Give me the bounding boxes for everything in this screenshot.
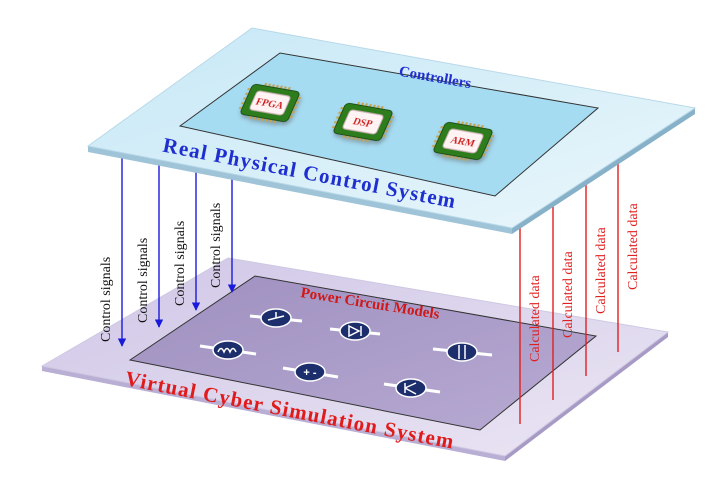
switch-component-icon [249,308,303,328]
inductor-component-icon [199,340,257,360]
top-plane-slab-side-right [512,108,695,234]
capacitor-component-icon [432,342,493,362]
voltage-source-component-icon: + - [282,362,339,382]
chip-fpga: FPGA [238,82,302,124]
chip-dsp: DSP [331,101,395,143]
calculated-data-label: Calculated data [561,251,576,338]
transistor-component-icon [383,378,441,398]
controller-chips: FPGA DSP ARM [238,82,495,162]
calculated-data-label: Calculated data [528,275,543,362]
control-signal-label: Control signals [99,257,114,342]
calculated-data-label: Calculated data [626,203,641,290]
top-plane-slab-side [88,146,512,234]
chip-label: DSP [351,117,374,130]
control-signal-label: Control signals [173,221,188,306]
chip-label: ARM [448,135,476,149]
control-signal-label: Control signals [209,203,224,288]
bottom-plane-slab-side-right [505,332,668,461]
chip-arm: ARM [431,120,495,162]
bottom-plane-slab-side [42,366,505,461]
svg-text:+ -: + - [303,367,316,379]
chip-label: FPGA [254,97,286,112]
control-signal-label: Control signals [136,238,151,323]
calculated-data-label: Calculated data [594,227,609,314]
bottom-circuit-panel [128,275,598,431]
calculated-data-arrows [515,145,623,424]
diode-component-icon [329,321,381,341]
control-signal-arrows [117,150,237,347]
